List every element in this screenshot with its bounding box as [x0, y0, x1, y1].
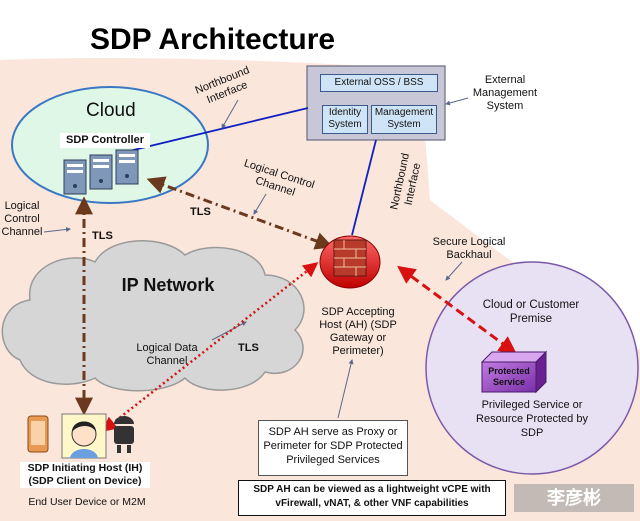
server-icon: [63, 159, 87, 195]
protected-service-label: Protected Service: [488, 366, 530, 387]
protected-service-cube: [480, 350, 548, 394]
user-avatar-icon: [61, 413, 107, 459]
external-management-label: External Management System: [472, 74, 538, 112]
identity-system-label: Identity System: [322, 105, 368, 134]
privileged-service-label: Privileged Service or Resource Protected…: [476, 399, 588, 439]
tls-label-ih: TLS: [92, 230, 113, 242]
northbound-line-controller: [124, 107, 309, 153]
initiating-host-label: SDP Initiating Host (IH) (SDP Client on …: [20, 462, 150, 488]
pointer-lcc-left: [43, 226, 71, 233]
vcpe-note-box: SDP AH can be viewed as a lightweight vC…: [238, 480, 506, 516]
page-title: SDP Architecture: [90, 23, 336, 56]
watermark: 李彦彬: [514, 484, 634, 512]
pointer-external: [445, 97, 469, 106]
proxy-note-box: SDP AH serve as Proxy or Perimeter for S…: [258, 420, 408, 476]
cloud-label: Cloud: [86, 100, 136, 121]
phone-icon: [27, 415, 49, 453]
management-system-label: Management System: [371, 105, 437, 134]
server-icon: [115, 149, 139, 185]
tls-label-data: TLS: [238, 342, 259, 354]
customer-premise-label: Cloud or Customer Premise: [482, 299, 580, 325]
control-channel-arrow-ah: [146, 176, 334, 250]
northbound-line-ah: [351, 139, 377, 236]
end-user-label: End User Device or M2M: [28, 496, 146, 508]
android-icon: [114, 416, 134, 453]
accepting-host-label: SDP Accepting Host (AH) (SDP Gateway or …: [319, 306, 397, 357]
logical-data-channel-label: Logical Data Channel: [136, 342, 198, 367]
oss-label: External OSS / BSS: [320, 74, 438, 92]
firewall-icon: [319, 235, 381, 289]
logical-control-channel-label-left: Logical Control Channel: [1, 200, 43, 238]
sdp-controller-servers: [63, 149, 139, 195]
secure-backhaul-label: Secure Logical Backhaul: [432, 236, 506, 261]
pointer-northbound: [221, 99, 239, 129]
controller-label: SDP Controller: [60, 133, 150, 148]
ip-network-label: IP Network: [121, 275, 215, 295]
backhaul-arrow: [397, 265, 517, 355]
tls-label-control: TLS: [190, 206, 211, 218]
pointer-note: [337, 359, 354, 419]
server-icon: [89, 154, 113, 190]
